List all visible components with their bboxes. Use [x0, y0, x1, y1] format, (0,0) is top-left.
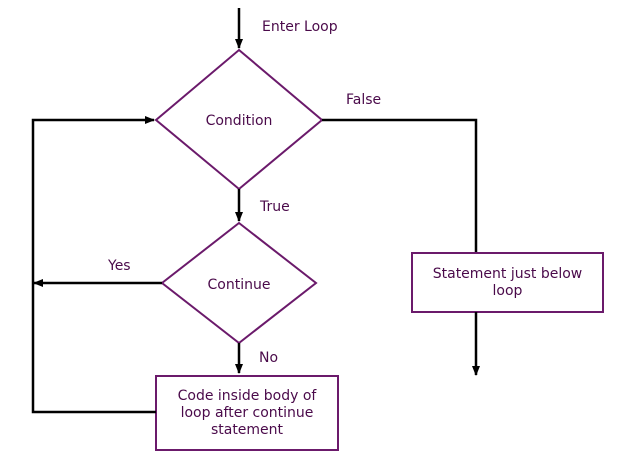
condition-label: Condition — [206, 113, 273, 129]
loop-back-path — [31, 116, 156, 414]
false-label: False — [346, 92, 381, 108]
false-path — [322, 118, 478, 252]
body-after-continue-text: Code inside body of loop after continue … — [177, 387, 317, 438]
below-loop-box — [411, 252, 604, 313]
continue-label: Continue — [208, 277, 271, 293]
enter-loop-label: Enter Loop — [262, 19, 338, 35]
yes-label: Yes — [107, 258, 131, 274]
true-label: True — [259, 199, 290, 215]
no-label: No — [259, 350, 278, 366]
below-loop-text: Statement just below loop — [432, 265, 583, 299]
